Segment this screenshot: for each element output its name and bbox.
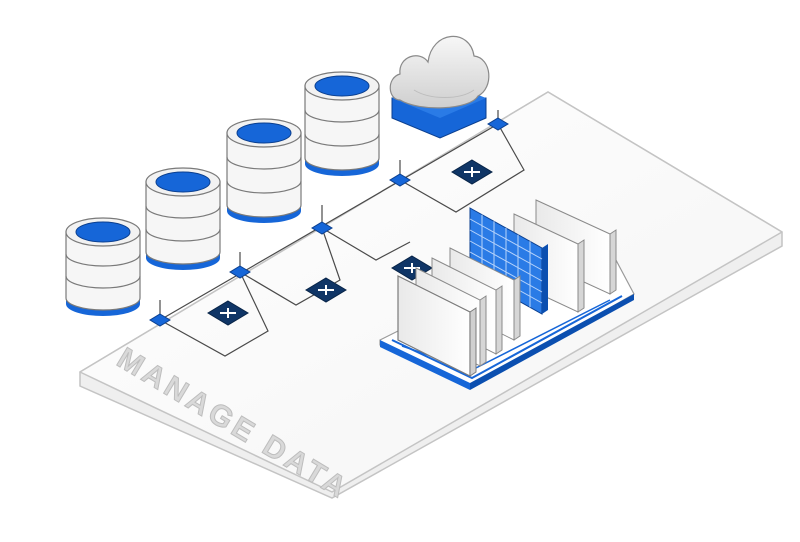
connector-node [487,117,509,131]
plus-icon [305,277,347,303]
database-icon [145,167,221,270]
connector-node [149,313,171,327]
junction-nodes [207,159,493,326]
panel [397,275,477,377]
cloud-icon [389,35,490,139]
database-icon [304,71,380,176]
database-stacks [65,71,380,316]
database-icon [65,217,141,316]
database-icon [226,118,302,223]
plus-icon [207,300,249,326]
connector-nodes [149,117,509,327]
plus-icon [451,159,493,185]
panels [397,199,617,377]
connector-node [311,221,333,235]
connector-node [229,265,251,279]
spreadsheet-grid-icon [469,207,548,315]
connector-node [389,173,411,187]
